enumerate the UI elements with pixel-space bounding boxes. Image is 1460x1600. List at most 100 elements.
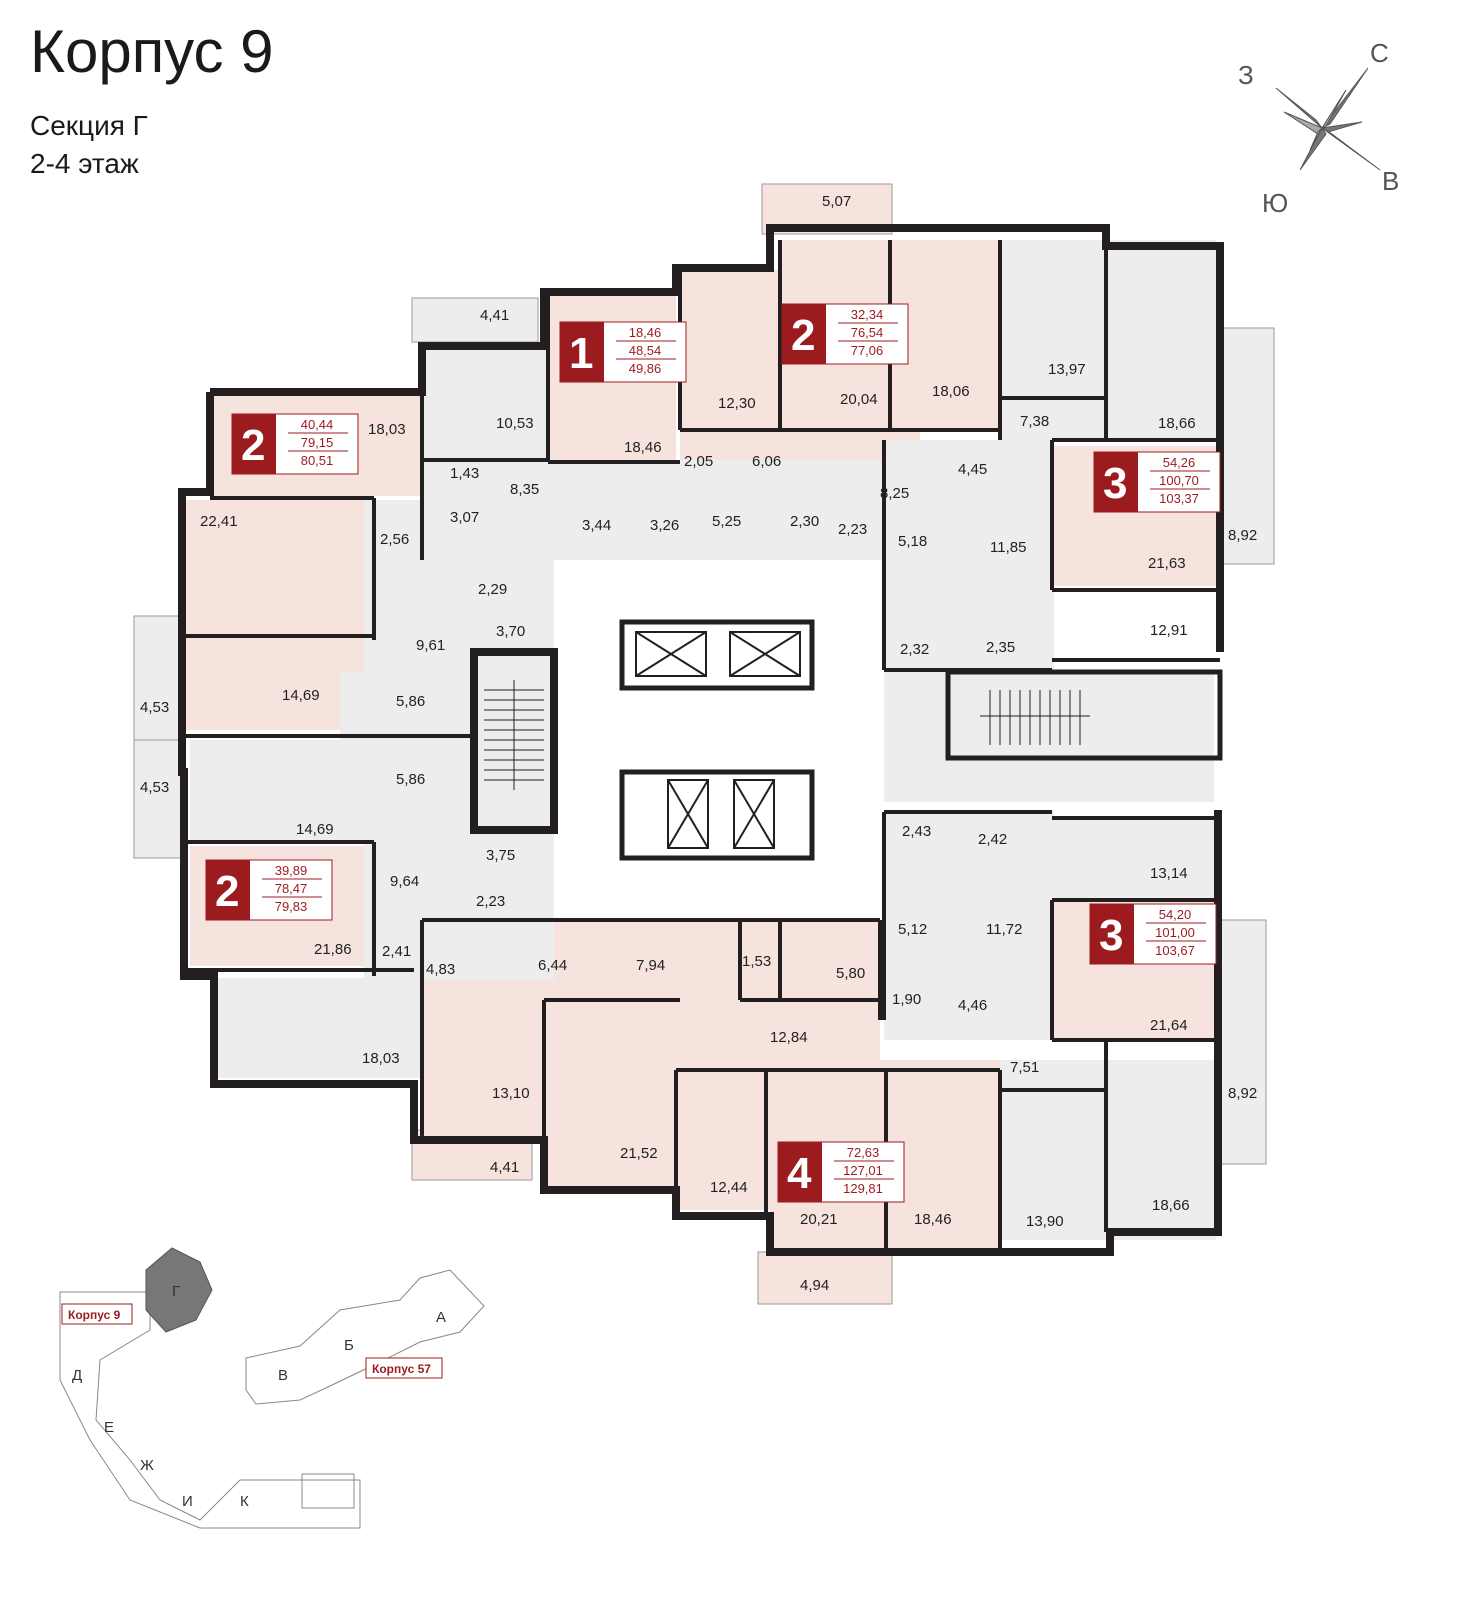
room-area-label: 2,41 <box>382 943 411 960</box>
current-section-marker <box>145 1247 213 1333</box>
site-section-k: К <box>240 1493 249 1510</box>
room-area-label: 2,23 <box>476 893 505 910</box>
apartment-total-with-balcony: 79,83 <box>275 899 308 914</box>
room-area-label: 9,64 <box>390 873 419 890</box>
apartment-total-area: 100,70 <box>1159 473 1199 488</box>
room-area-label: 18,06 <box>932 383 970 400</box>
apartment-badge[interactable]: 2 40,44 79,15 80,51 <box>231 413 359 475</box>
room-area-label: 18,46 <box>624 439 662 456</box>
room-area-label: 14,69 <box>296 821 334 838</box>
apartment-total-area: 127,01 <box>843 1163 883 1178</box>
room-area-label: 18,66 <box>1158 415 1196 432</box>
site-section-v: В <box>278 1367 288 1384</box>
apartment-badge[interactable]: 2 32,34 76,54 77,06 <box>781 303 909 365</box>
room-area-label: 8,92 <box>1228 527 1257 544</box>
apartment-total-with-balcony: 49,86 <box>629 361 662 376</box>
room-area-label: 3,44 <box>582 517 611 534</box>
floors-label: 2-4 этаж <box>30 148 139 179</box>
apartment-total-area: 48,54 <box>629 343 662 358</box>
room-area-label: 2,56 <box>380 531 409 548</box>
room-area-label: 2,42 <box>978 831 1007 848</box>
apartment-living-area: 54,20 <box>1159 907 1192 922</box>
apartment-living-area: 32,34 <box>851 307 884 322</box>
room-area-label: 8,25 <box>880 485 909 502</box>
room-area-label: 3,70 <box>496 623 525 640</box>
room-area-label: 4,45 <box>958 461 987 478</box>
room-area-label: 7,38 <box>1020 413 1049 430</box>
room-area-label: 11,85 <box>990 539 1026 556</box>
room-area-label: 5,25 <box>712 513 741 530</box>
room-area-label: 1,90 <box>892 991 921 1008</box>
site-section-a: А <box>436 1309 446 1326</box>
room-area-label: 2,05 <box>684 453 713 470</box>
site-section-i: И <box>182 1493 193 1510</box>
room-area-label: 4,46 <box>958 997 987 1014</box>
compass-south: Ю <box>1262 188 1288 218</box>
room-area-label: 20,04 <box>840 391 878 408</box>
site-section-e: Е <box>104 1419 114 1436</box>
room-area-label: 2,32 <box>900 641 929 658</box>
balcony-east-1 <box>1217 327 1275 565</box>
site-current-section: Г <box>172 1283 180 1300</box>
room-area-label: 4,41 <box>480 307 509 324</box>
room-area-label: 13,90 <box>1026 1213 1064 1230</box>
room-area-label: 21,52 <box>620 1145 658 1162</box>
apartment-living-area: 18,46 <box>629 325 662 340</box>
elevator-icons <box>635 631 801 849</box>
site-building-label: Корпус 9 <box>68 1308 121 1322</box>
room-area-label: 4,94 <box>800 1277 829 1294</box>
room-area-label: 21,64 <box>1150 1017 1188 1034</box>
room-area-label: 2,29 <box>478 581 507 598</box>
apartment-total-area: 76,54 <box>851 325 884 340</box>
room-area-label: 12,30 <box>718 395 756 412</box>
room-area-label: 22,41 <box>200 513 238 530</box>
room-area-label: 14,69 <box>282 687 320 704</box>
apartment-living-area: 39,89 <box>275 863 308 878</box>
room-area-label: 5,86 <box>396 693 425 710</box>
room-area-label: 10,53 <box>496 415 534 432</box>
apartment-living-area: 72,63 <box>847 1145 880 1160</box>
apartment-rooms: 2 <box>791 311 815 360</box>
compass-north: С <box>1370 38 1389 68</box>
room-area-label: 5,12 <box>898 921 927 938</box>
room-area-label: 4,83 <box>426 961 455 978</box>
room-area-label: 6,06 <box>752 453 781 470</box>
room-area-label: 4,53 <box>140 699 169 716</box>
room-area-label: 12,84 <box>770 1029 808 1046</box>
room-area-label: 5,07 <box>822 193 851 210</box>
room-area-label: 12,44 <box>710 1179 748 1196</box>
room-area-label: 7,94 <box>636 957 665 974</box>
room-area-label: 7,51 <box>1010 1059 1039 1076</box>
room-area-label: 18,03 <box>368 421 406 438</box>
room-area-label: 13,14 <box>1150 865 1188 882</box>
compass-west: З <box>1238 60 1254 90</box>
room-area-label: 8,92 <box>1228 1085 1257 1102</box>
apartment-living-area: 54,26 <box>1163 455 1196 470</box>
room-area-label: 1,53 <box>742 953 771 970</box>
room-area-label: 13,97 <box>1048 361 1086 378</box>
apartment-rooms: 1 <box>569 329 593 378</box>
apartment-rooms: 2 <box>241 421 265 470</box>
balcony-west-2 <box>133 739 185 859</box>
room-area-label: 9,61 <box>416 637 445 654</box>
room-area-label: 13,10 <box>492 1085 530 1102</box>
site-section-b: Б <box>344 1337 354 1354</box>
apartment-total-with-balcony: 80,51 <box>301 453 334 468</box>
apartment-total-with-balcony: 77,06 <box>851 343 884 358</box>
apartment-living-area: 40,44 <box>301 417 334 432</box>
apartment-total-with-balcony: 103,37 <box>1159 491 1199 506</box>
room-area-label: 5,18 <box>898 533 927 550</box>
room-area-label: 4,53 <box>140 779 169 796</box>
balcony-nw <box>411 297 539 343</box>
apartment-total-area: 79,15 <box>301 435 334 450</box>
room-area-label: 18,46 <box>914 1211 952 1228</box>
apartment-badge[interactable]: 1 18,46 48,54 49,86 <box>559 321 687 383</box>
room-area-label: 21,86 <box>314 941 352 958</box>
room-area-label: 3,75 <box>486 847 515 864</box>
site-plan: Г Корпус 9 Корпус 57 А Б В Д Е Ж И К <box>59 1247 485 1529</box>
